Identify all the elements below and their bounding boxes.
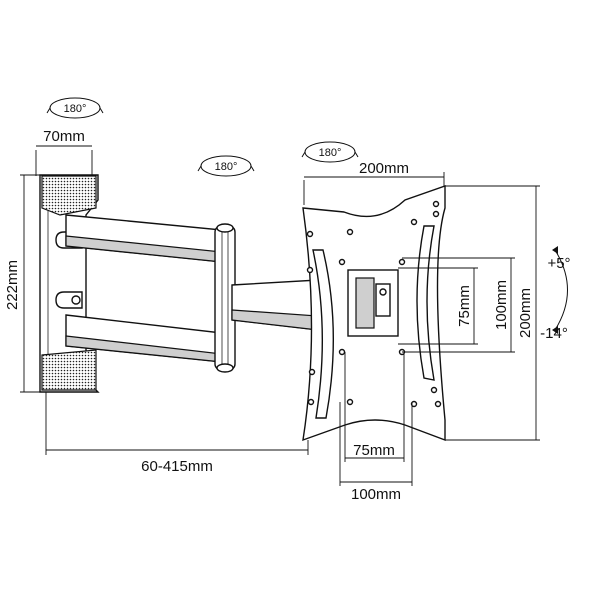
wall-plate-height-label: 222mm (4, 260, 21, 310)
wall-plate (39, 174, 100, 393)
rotation-symbol-wall: 180° (46, 97, 104, 119)
rotation-symbol-arm: 180° (197, 155, 255, 177)
vesa-min-height-label: 75mm (456, 285, 473, 327)
middle-hinge (214, 223, 236, 373)
vesa-max-width-label: 200mm (359, 160, 409, 177)
tilt-up-label: +5° (547, 255, 570, 272)
plate-rotation-label: 180° (319, 147, 342, 159)
tilt-down-label: -14° (540, 325, 568, 342)
vesa-min-width-label: 75mm (353, 442, 395, 459)
vesa-mid-height-label: 100mm (493, 280, 510, 330)
front-arm (231, 279, 319, 331)
extension-label: 60-415mm (141, 458, 213, 475)
upper-arm (65, 214, 223, 263)
vesa-plate (302, 185, 446, 442)
vesa-max-height-label: 200mm (517, 288, 534, 338)
vesa-mid-width-label: 100mm (351, 486, 401, 503)
wall-rotation-label: 180° (64, 103, 87, 115)
dimension-lines (20, 145, 540, 486)
tilt-arc (552, 246, 568, 334)
wall-plate-width-label: 70mm (43, 128, 85, 145)
rotation-symbol-plate: 180° (301, 141, 359, 163)
arm-rotation-label: 180° (215, 161, 238, 173)
